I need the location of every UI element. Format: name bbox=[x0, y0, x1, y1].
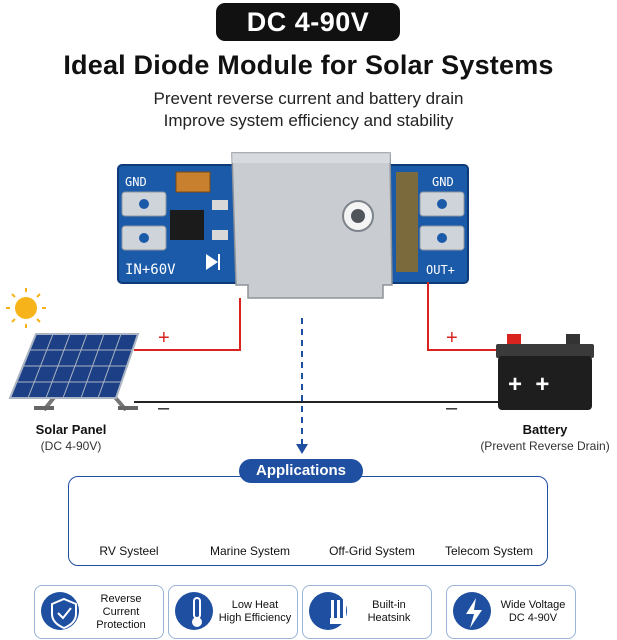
voltage-badge: DC 4-90V bbox=[216, 3, 400, 41]
app-label-telecom: Telecom System bbox=[444, 544, 534, 558]
applications-panel bbox=[68, 476, 548, 566]
feature-line: Current bbox=[102, 605, 140, 618]
battery-title: Battery bbox=[522, 422, 568, 437]
feature-line: Low Heat bbox=[231, 599, 279, 611]
thermometer-icon bbox=[192, 597, 202, 627]
subtitle-2: Improve system efficiency and stability bbox=[163, 111, 454, 130]
shield-check-icon bbox=[51, 597, 77, 630]
diode-symbol bbox=[206, 254, 218, 270]
panel-minus-label: – bbox=[158, 397, 170, 419]
diode-module: GND GND IN+60V OUT+ bbox=[117, 152, 469, 299]
heatsink bbox=[231, 152, 393, 299]
wiring: + + – – bbox=[134, 282, 498, 454]
feature-line: High Efficiency bbox=[218, 612, 292, 624]
battery-plus-label: + bbox=[446, 327, 458, 349]
feature-text: Built-in Heatsink bbox=[349, 586, 429, 638]
app-label-marine: Marine System bbox=[209, 544, 291, 558]
solar-panel-icon bbox=[8, 333, 140, 412]
feature-line: Wide Voltage bbox=[500, 599, 566, 611]
feature-card-wide-voltage: Wide Voltage DC 4-90V bbox=[446, 585, 576, 639]
solar-panel-spec: (DC 4-90V) bbox=[40, 439, 102, 453]
gnd-label-right: GND bbox=[432, 175, 454, 189]
panel-plus-label: + bbox=[158, 327, 170, 349]
feature-card-heatsink: Built-in Heatsink bbox=[302, 585, 432, 639]
battery-terminal-signs: + + bbox=[508, 371, 549, 398]
solar-panel-title: Solar Panel bbox=[35, 422, 107, 437]
applications-title: Applications bbox=[239, 459, 363, 483]
feature-line: Built-in bbox=[372, 599, 406, 611]
feature-line: Heatsink bbox=[367, 612, 411, 624]
feature-line: Reverse bbox=[100, 592, 142, 605]
feature-line: DC 4-90V bbox=[508, 612, 558, 624]
battery-minus-label: – bbox=[446, 397, 458, 419]
battery-spec: (Prevent Reverse Drain) bbox=[480, 439, 610, 453]
feature-text: Low Heat High Efficiency bbox=[215, 586, 295, 638]
feature-text: Reverse Current Protection bbox=[81, 586, 161, 638]
feature-line: Protection bbox=[96, 618, 146, 631]
battery-caption: Battery (Prevent Reverse Drain) bbox=[470, 422, 617, 453]
output-label: OUT+ bbox=[426, 263, 455, 277]
subtitle-1: Prevent reverse current and battery drai… bbox=[153, 89, 464, 108]
battery-icon: + + bbox=[496, 334, 594, 410]
lightning-icon bbox=[466, 598, 482, 628]
feature-card-reverse-protection: Reverse Current Protection bbox=[34, 585, 164, 639]
page-title: Ideal Diode Module for Solar Systems bbox=[63, 50, 554, 80]
solar-panel-caption: Solar Panel (DC 4-90V) bbox=[16, 422, 126, 453]
gnd-label-left: GND bbox=[125, 175, 147, 189]
app-label-rv: RV Systeel bbox=[99, 544, 159, 558]
sun-icon bbox=[6, 288, 46, 328]
app-label-off-grid: Off-Grid System bbox=[329, 544, 415, 558]
feature-text: Wide Voltage DC 4-90V bbox=[493, 586, 573, 638]
heatsink-icon bbox=[330, 600, 352, 624]
feature-card-low-heat: Low Heat High Efficiency bbox=[168, 585, 298, 639]
input-label: IN+60V bbox=[125, 262, 176, 278]
